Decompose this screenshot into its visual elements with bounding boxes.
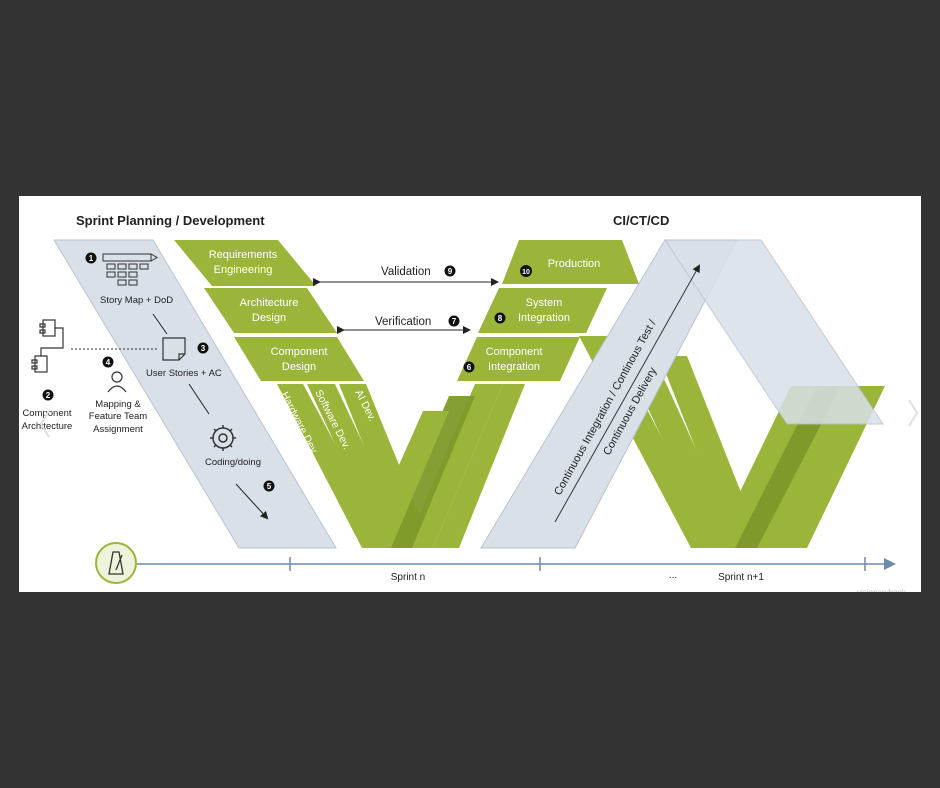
step-4-number: 4: [106, 358, 111, 367]
title-sprint-planning: Sprint Planning / Development: [76, 213, 265, 228]
step-1-number: 1: [89, 254, 94, 263]
step-6-number: 6: [467, 363, 472, 372]
sprint2-rising-1: [713, 386, 819, 548]
watermark: visionarybook: [857, 588, 907, 592]
sprint-n-label: Sprint n: [391, 572, 425, 583]
carousel-next-icon[interactable]: [908, 399, 919, 427]
system-integration-line2: Integration: [518, 312, 570, 324]
step-5-badge: [263, 480, 275, 492]
validation-label: Validation: [381, 266, 431, 278]
step-6-badge: [463, 361, 475, 373]
title-cicd: CI/CT/CD: [613, 213, 669, 228]
v-model-diagram: Sprint Planning / Development CI/CT/CD 1…: [22, 213, 919, 592]
connector-1-3: [152, 313, 168, 335]
diagram-panel: Sprint Planning / Development CI/CT/CD 1…: [19, 196, 921, 592]
step-8-number: 8: [498, 314, 503, 323]
planning-band: [53, 239, 337, 549]
rising-strip-3: [362, 411, 449, 548]
stage-architecture-design: [204, 288, 337, 333]
requirements-line1: Requirements: [209, 249, 278, 261]
sprint2-rising-2: [735, 386, 845, 548]
mapping-line1: Mapping &: [95, 399, 141, 410]
user-stories-label: User Stories + AC: [146, 368, 222, 379]
step-3-number: 3: [201, 344, 206, 353]
step-3-badge: [197, 342, 209, 354]
cicd-arrow: [554, 264, 700, 523]
coding-label: Coding/doing: [205, 457, 261, 468]
stage-production: [502, 240, 639, 284]
person-icon: [107, 371, 127, 393]
component-architecture-line2: Architecture: [22, 421, 73, 432]
step-7-number: 7: [452, 317, 457, 326]
stage-component-design: [234, 337, 364, 381]
strip-hardware-dev: [277, 384, 391, 548]
component-integration-line2: Integration: [488, 361, 540, 373]
step-10-badge: [520, 265, 532, 277]
metronome-badge: [95, 542, 137, 584]
step-9-badge: [444, 265, 456, 277]
timeline-dots: ...: [669, 570, 677, 581]
component-integration-line1: Component: [486, 346, 543, 358]
metronome-icon: [108, 551, 124, 575]
stage-requirements-engineering: [174, 240, 316, 286]
step-2-number: 2: [46, 391, 51, 400]
step-7-badge: [448, 315, 460, 327]
carousel-prev-icon[interactable]: [39, 410, 50, 438]
requirements-line2: Engineering: [214, 264, 273, 276]
sprint2-rising-4: [779, 386, 885, 548]
mapping-line3: Assignment: [93, 424, 143, 435]
story-map-icon: [102, 253, 158, 286]
step-5-number: 5: [267, 482, 272, 491]
stage-component-integration: [457, 337, 580, 381]
stage-system-integration: [478, 288, 607, 333]
step-8-badge: [494, 312, 506, 324]
production-label: Production: [548, 258, 601, 270]
component-design-line2: Design: [282, 361, 316, 373]
architecture-line1: Architecture: [240, 297, 299, 309]
cicd-band-back: [664, 239, 884, 425]
system-integration-line1: System: [526, 297, 563, 309]
step-10-number: 10: [522, 269, 530, 276]
story-map-label: Story Map + DoD: [100, 295, 173, 306]
sprint-n1-label: Sprint n+1: [718, 572, 764, 583]
step-1-badge: [85, 252, 97, 264]
connector-3-5: [188, 383, 210, 415]
rising-strip-4: [433, 384, 525, 548]
gear-icon: [210, 425, 236, 451]
user-story-icon: [162, 337, 186, 361]
architecture-line2: Design: [252, 312, 286, 324]
component-design-line1: Component: [271, 346, 328, 358]
rising-strip-1: [405, 384, 503, 548]
step-2-badge: [42, 389, 54, 401]
mapping-line2: Feature Team: [89, 411, 148, 422]
step-4-badge: [102, 356, 114, 368]
component-architecture-icon: [31, 319, 64, 373]
coding-arrow: [235, 483, 269, 520]
step-9-number: 9: [448, 267, 453, 276]
verification-label: Verification: [375, 316, 431, 328]
